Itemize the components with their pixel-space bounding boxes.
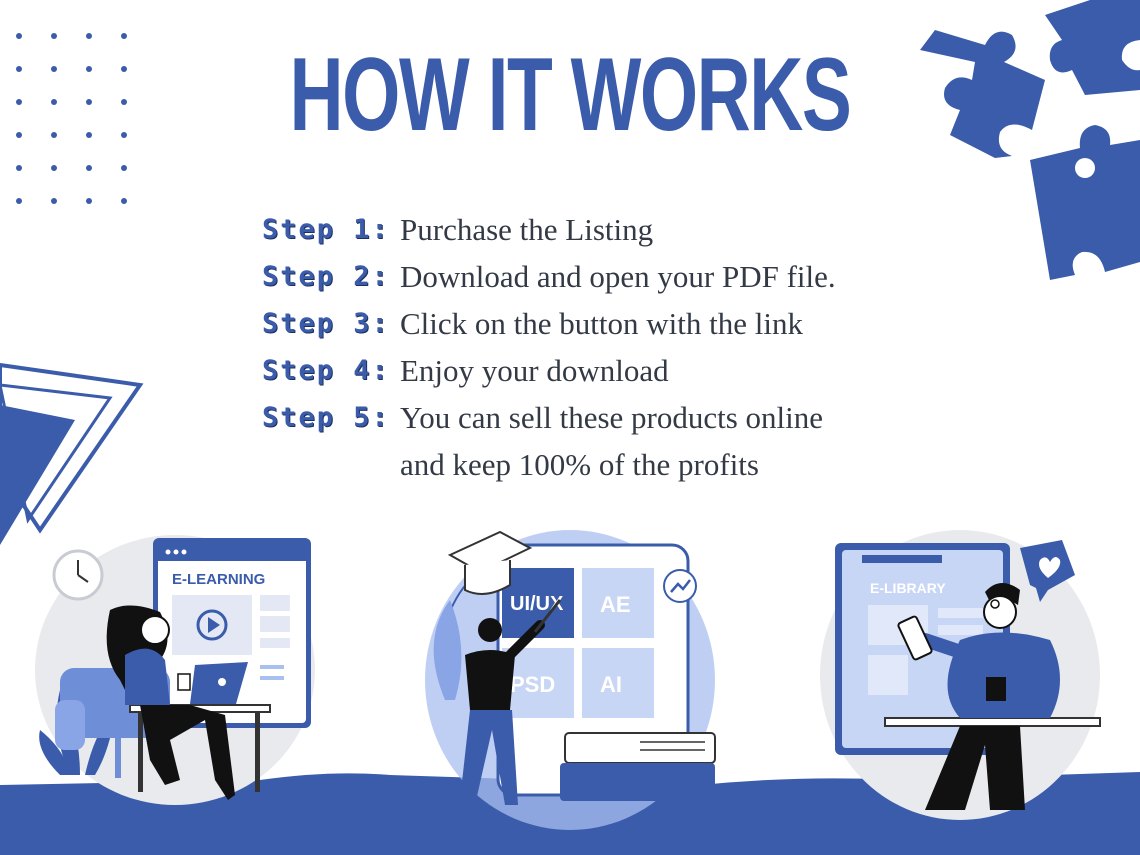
tile-psd: PSD <box>510 672 555 697</box>
dot <box>86 99 92 105</box>
tile-ai: AI <box>600 672 622 697</box>
step-label: Step 5: <box>262 402 390 433</box>
dot <box>51 33 57 39</box>
step-text: Purchase the Listing <box>400 206 653 253</box>
step-text-line: You can sell these products online <box>400 400 824 435</box>
dot <box>121 198 127 204</box>
dot <box>51 66 57 72</box>
page-title: HOW IT WORKS <box>289 37 852 153</box>
dot <box>121 33 127 39</box>
triangle-decor <box>0 362 144 545</box>
step-text-line: Enjoy your download <box>400 353 669 388</box>
dot <box>51 198 57 204</box>
dot <box>51 132 57 138</box>
step-text: Click on the button with the link <box>400 300 803 347</box>
dot <box>16 33 22 39</box>
dot <box>86 165 92 171</box>
step-item: Step 1: Purchase the Listing <box>262 206 1022 253</box>
step-text: Enjoy your download <box>400 347 669 394</box>
play-icon <box>196 609 228 641</box>
dot <box>16 132 22 138</box>
dot <box>51 99 57 105</box>
dot <box>121 66 127 72</box>
dot <box>86 33 92 39</box>
step-text: You can sell these products online and ke… <box>400 394 823 488</box>
course-illustration: UI/UX AE PSD AI <box>425 530 716 830</box>
step-text-line: Download and open your PDF file. <box>400 259 836 294</box>
heart-icon <box>1020 540 1075 602</box>
step-label: Step 2: <box>262 261 390 292</box>
puzzle-icon <box>920 0 1140 280</box>
step-label: Step 3: <box>262 308 390 339</box>
elearning-illustration: E-LEARNING <box>35 535 315 805</box>
clock-icon <box>52 549 104 601</box>
dot <box>16 99 22 105</box>
step-text-line: Click on the button with the link <box>400 306 803 341</box>
step-item: Step 2: Download and open your PDF file. <box>262 253 1022 300</box>
graduation-cap-icon <box>447 530 533 595</box>
tile-ae: AE <box>600 592 631 617</box>
step-text-line: and keep 100% of the profits <box>400 447 759 482</box>
step-text: Download and open your PDF file. <box>400 253 836 300</box>
step-item: Step 5: You can sell these products onlin… <box>262 394 1022 482</box>
dot <box>121 99 127 105</box>
tile-uiux: UI/UX <box>510 593 564 615</box>
step-label: Step 4: <box>262 355 390 386</box>
step-label: Step 1: <box>262 214 390 245</box>
dot <box>86 198 92 204</box>
dot <box>16 66 22 72</box>
dot <box>16 165 22 171</box>
dot <box>86 66 92 72</box>
dot <box>51 165 57 171</box>
dot <box>121 165 127 171</box>
dot <box>121 132 127 138</box>
step-text-line: Purchase the Listing <box>400 212 654 247</box>
elibrary-label: E-LIBRARY <box>870 580 946 596</box>
step-item: Step 4: Enjoy your download <box>262 347 1022 394</box>
dot-grid <box>16 33 127 204</box>
elibrary-illustration: E-LIBRARY <box>820 530 1101 820</box>
elearning-label: E-LEARNING <box>172 571 265 588</box>
dot <box>86 132 92 138</box>
step-item: Step 3: Click on the button with the link <box>262 300 1022 347</box>
dot <box>16 198 22 204</box>
